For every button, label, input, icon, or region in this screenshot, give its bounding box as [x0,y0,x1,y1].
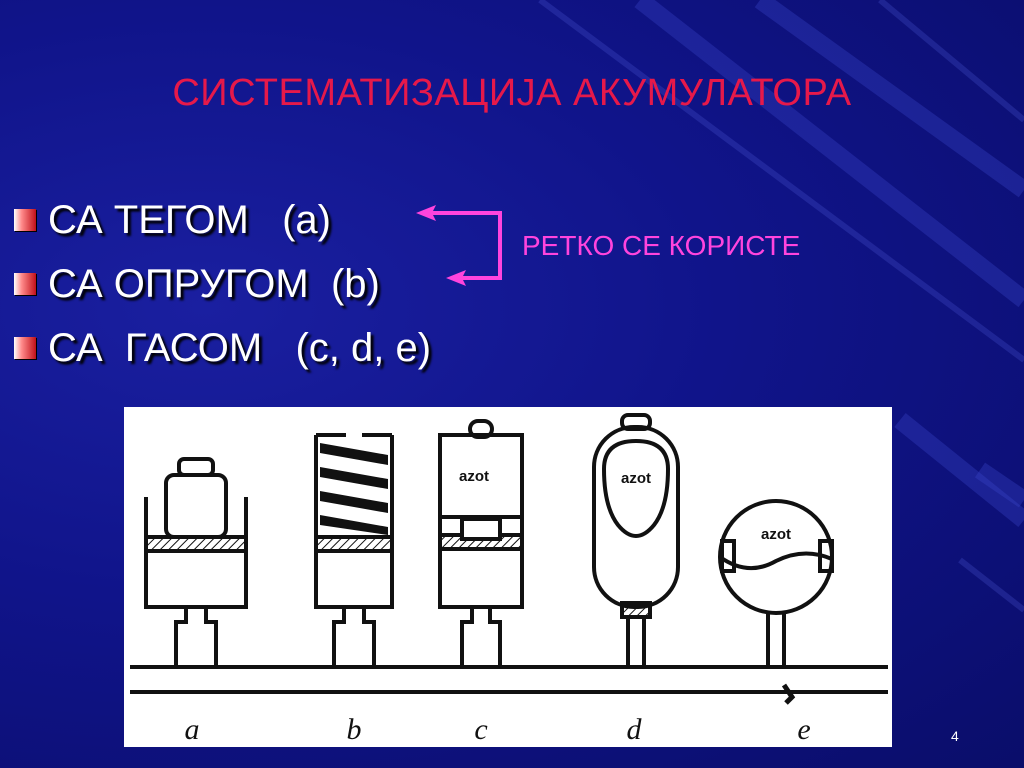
page-number: 4 [951,728,959,744]
bullet-text: СА ГАСОМ (c, d, e) [48,325,432,370]
square-bullet-icon [14,337,36,359]
gas-label-e: azot [761,526,791,543]
bullet-item-weight: СА ТЕГОМ (a) [14,188,431,252]
accumulator-gas-piston [438,419,524,667]
gas-label-d: azot [621,470,651,487]
bullet-text: СА ОПРУГОМ (b) [48,261,380,306]
square-bullet-icon [14,273,36,295]
rarely-used-note: РЕТКО СЕ КОРИСТЕ [522,230,801,261]
label-d: d [627,713,643,746]
accumulator-drawing: azot azot azot a b c d e [130,413,888,746]
label-e: e [797,713,810,746]
label-b: b [347,713,362,746]
gas-label-c: azot [459,468,489,485]
accumulator-spring [314,433,394,667]
bullet-list: СА ТЕГОМ (a) СА ОПРУГОМ (b) СА ГАСОМ (c,… [14,188,431,380]
label-a: a [185,713,200,746]
square-bullet-icon [14,209,36,231]
accumulator-weight [144,457,248,667]
accumulator-bladder [592,413,680,667]
bullet-item-spring: СА ОПРУГОМ (b) [14,252,431,316]
accumulator-diagram: azot azot azot a b c d e [124,407,892,747]
bullet-item-gas: СА ГАСОМ (c, d, e) [14,316,431,380]
bullet-text: СА ТЕГОМ (a) [48,197,331,242]
accumulator-diaphragm [718,499,834,667]
bracket-arrow-icon [416,205,502,286]
label-c: c [474,713,487,746]
slide-title: СИСТЕМАТИЗАЦИЈА АКУМУЛАТОРА [172,72,852,114]
